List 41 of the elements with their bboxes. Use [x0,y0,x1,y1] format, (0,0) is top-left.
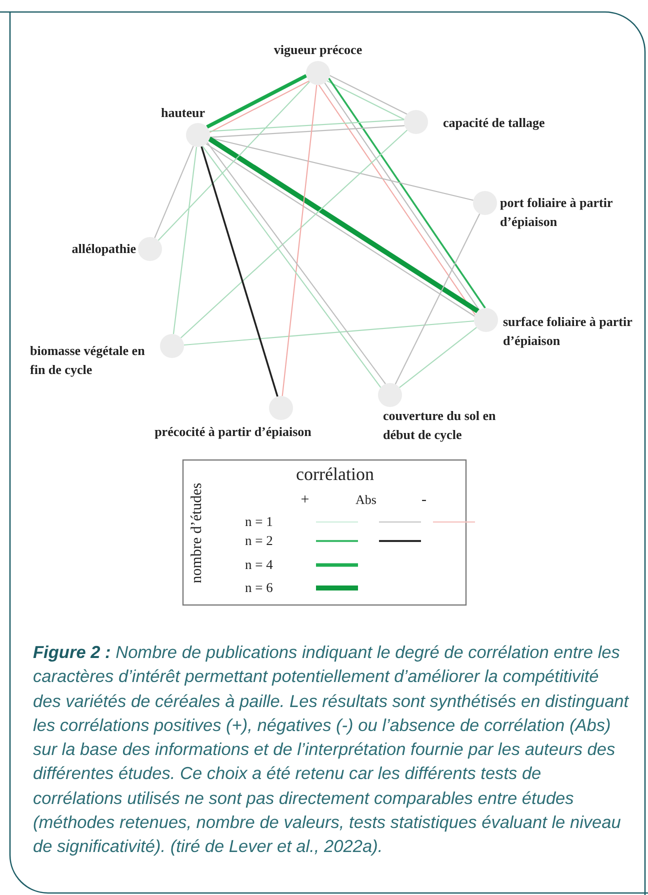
legend-heading: + [300,492,310,508]
correlation-line [209,80,310,133]
correlation-line [154,146,194,238]
figure-caption: Figure 2 : Nombre de publications indiquant le degré de corrélation entre les caractères d’intérêt permettant potentiellement d’améliorer la compétitivité des variétés de céréales à paille. Les résultats sont synthétisés en distinguant les corrélations positives (+), négatives (-) ou l’absence de corrélation (Abs) sur la base des informations et de l’interprétation fournie par les auteurs des différentes études. Ce choix a été retenu car les différents tests de corrélations utilisés ne sont pas directement comparables entre études (méthodes retenues, nombre de valeurs, tests statistiques évaluant le niveau de significativité). (tiré de Lever et al., 2022a). [33,641,630,858]
correlation-line [399,326,477,388]
correlation-line [158,81,310,241]
node-circle [473,191,497,215]
node-circle [160,334,184,358]
correlation-line [206,74,308,129]
legend-heading: Abs [354,492,378,508]
node-label: capacité de tallage [443,114,546,132]
node-circle [474,308,498,332]
node-circle [138,237,162,261]
correlation-line [394,214,480,384]
correlation-line [209,119,404,132]
node-label: couverture du sol en début de cycle [383,407,497,444]
legend-heading: - [420,492,428,508]
legend-label: n = 6 [245,580,273,596]
legend-label: n = 4 [245,557,273,573]
node-label: surface foliaire à partir d’épiaison [503,313,634,350]
legend-label: n = 2 [245,533,273,549]
node-label: hauteur [160,104,206,122]
node-circle [269,396,293,420]
legend-heading: corrélation [295,466,375,482]
correlation-line [172,146,198,334]
legend-axis-title: nombre d’études [189,482,205,586]
correlation-line [210,125,405,138]
node-label: biomasse végétale en fin de cycle [30,342,146,379]
node-label: précocité à partir d’épiaison [154,423,312,441]
node-circle [186,123,210,147]
node-circle [378,383,402,407]
correlation-line [200,146,278,397]
node-circle [404,110,428,134]
node-label: port foliaire à partir d’épiaison [500,194,614,231]
node-label: vigueur précoce [272,41,364,59]
node-label: allélopathie [70,240,136,258]
correlation-line [282,84,318,396]
node-circle [306,61,330,85]
correlation-line [180,130,408,338]
legend-label: n = 1 [245,514,273,530]
correlation-line [184,320,474,346]
